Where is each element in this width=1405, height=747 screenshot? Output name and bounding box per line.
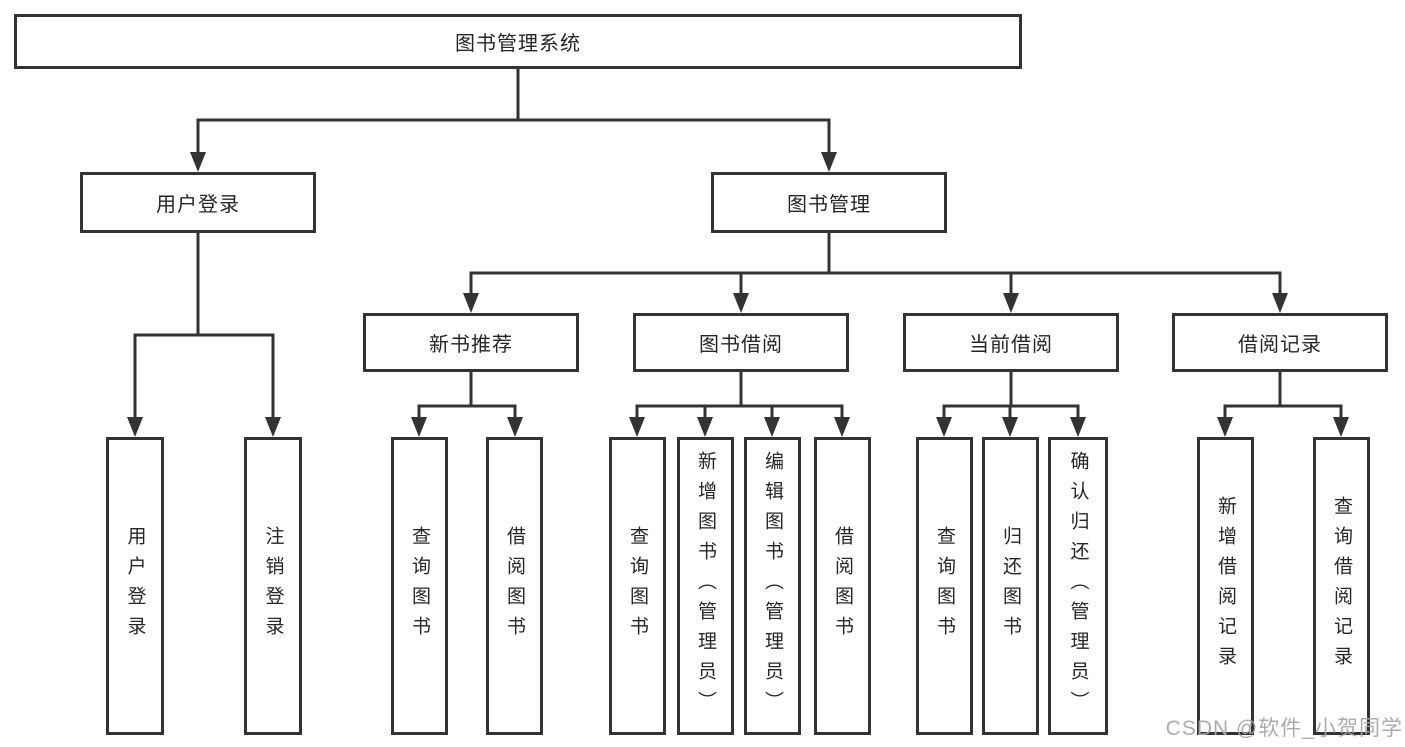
connector-book-management-to-level2 bbox=[463, 231, 1288, 313]
node-label: 图书借阅 bbox=[699, 334, 783, 356]
leaf-logout: 注销登录 bbox=[244, 437, 302, 735]
node-label: 查询图书 bbox=[934, 526, 955, 646]
node-user-login: 用户登录 bbox=[80, 172, 316, 233]
leaf-add-borrow-record: 新增借阅记录 bbox=[1197, 437, 1254, 735]
leaf-add-book-admin: 新增图书（管理员） bbox=[677, 437, 734, 735]
node-label: 查询图书 bbox=[627, 526, 648, 646]
leaf-return-book: 归还图书 bbox=[982, 437, 1039, 735]
node-label: 新书推荐 bbox=[429, 334, 513, 356]
connector-new-book-to-leaves bbox=[411, 370, 523, 437]
leaf-borrow-books: 借阅图书 bbox=[814, 437, 871, 735]
leaf-confirm-return-admin: 确认归还（管理员） bbox=[1048, 437, 1108, 735]
connector-root-to-level1 bbox=[190, 67, 837, 172]
node-label: 确认归还（管理员） bbox=[1067, 451, 1089, 721]
node-label: 借阅图书 bbox=[832, 526, 853, 646]
node-label: 查询图书 bbox=[409, 526, 430, 646]
node-label: 当前借阅 bbox=[969, 334, 1053, 356]
node-label: 图书管理系统 bbox=[455, 33, 581, 55]
node-label: 注销登录 bbox=[262, 526, 284, 646]
node-label: 归还图书 bbox=[1000, 526, 1021, 646]
node-label: 用户登录 bbox=[156, 194, 240, 216]
leaf-query-borrow-record: 查询借阅记录 bbox=[1313, 437, 1370, 735]
leaf-user-login: 用户登录 bbox=[106, 437, 164, 735]
node-label: 图书管理 bbox=[787, 194, 871, 216]
node-label: 新增图书（管理员） bbox=[695, 451, 716, 721]
node-label: 编辑图书（管理员） bbox=[762, 451, 783, 721]
leaf-edit-book-admin: 编辑图书（管理员） bbox=[744, 437, 801, 735]
node-book-management: 图书管理 bbox=[711, 172, 947, 233]
node-label: 借阅记录 bbox=[1238, 334, 1322, 356]
node-label: 用户登录 bbox=[124, 526, 146, 646]
node-label: 查询借阅记录 bbox=[1331, 496, 1352, 676]
connector-current-borrow-to-leaves bbox=[936, 370, 1086, 437]
leaf-query-books-recommend: 查询图书 bbox=[391, 437, 448, 735]
csdn-watermark: CSDN @软件_小贺同学 bbox=[1165, 717, 1403, 740]
leaf-query-books-borrow: 查询图书 bbox=[609, 437, 666, 735]
node-borrow-records: 借阅记录 bbox=[1172, 313, 1388, 372]
node-library-management-system: 图书管理系统 bbox=[14, 14, 1022, 69]
leaf-borrow-books-recommend: 借阅图书 bbox=[486, 437, 543, 735]
node-label: 借阅图书 bbox=[504, 526, 525, 646]
node-new-book-recommend: 新书推荐 bbox=[363, 313, 579, 372]
node-label: 新增借阅记录 bbox=[1215, 496, 1236, 676]
leaf-query-books-current: 查询图书 bbox=[916, 437, 973, 735]
node-current-borrow: 当前借阅 bbox=[903, 313, 1119, 372]
connector-user-login-to-leaves bbox=[127, 231, 281, 437]
connector-book-borrow-to-leaves bbox=[629, 370, 850, 437]
node-book-borrow: 图书借阅 bbox=[633, 313, 849, 372]
connector-borrow-records-to-leaves bbox=[1217, 370, 1349, 437]
